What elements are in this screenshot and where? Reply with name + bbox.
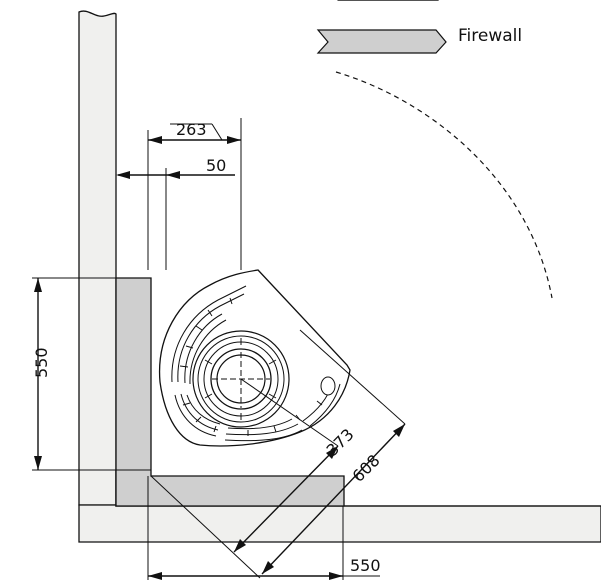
dimension-550-vertical	[34, 278, 42, 470]
dimension-373	[233, 445, 339, 553]
flue-rings	[192, 330, 290, 428]
dimension-608	[261, 423, 406, 575]
label-50: 50	[206, 156, 226, 175]
dimension-550-horizontal	[148, 572, 380, 580]
legend-swatch-firewall	[316, 29, 447, 54]
label-608: 608	[349, 451, 384, 486]
label-550-vertical: 550	[32, 347, 51, 378]
dimension-50	[116, 171, 235, 179]
label-550-horizontal: 550	[350, 556, 381, 575]
stove-vents	[171, 285, 341, 442]
door-swing-arc	[335, 71, 553, 299]
wall-vertical	[78, 10, 117, 506]
extension-lines	[32, 118, 344, 580]
dimension-263	[148, 123, 241, 144]
diagonal-construction-lines	[150, 329, 406, 579]
firewall-shape	[115, 277, 345, 507]
label-263: 263	[176, 120, 207, 139]
legend-label-firewall: Firewall	[458, 26, 523, 46]
